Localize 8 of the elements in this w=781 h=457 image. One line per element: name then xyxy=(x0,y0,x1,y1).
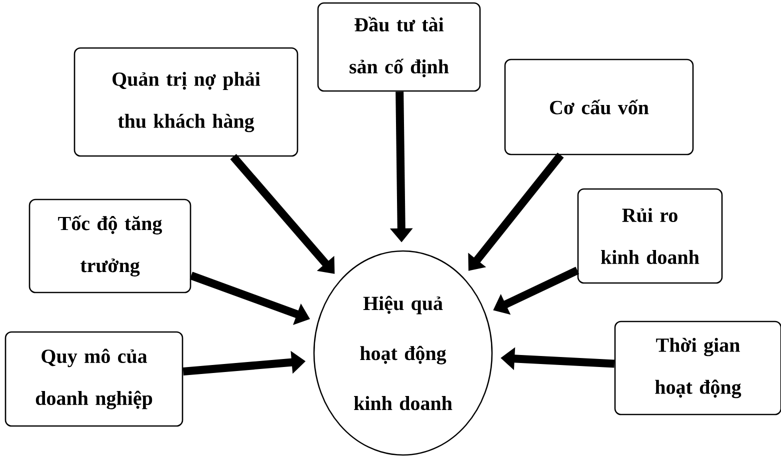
factor-box: Quản trị nợ phải thu khách hàng xyxy=(74,47,298,157)
factor-box: Cơ cấu vốn xyxy=(504,58,694,156)
factor-box: Tốc độ tăng trưởng xyxy=(28,198,192,294)
factor-box: Thời gian hoạt động xyxy=(614,320,781,416)
factor-box: Đầu tư tài sản cố định xyxy=(317,2,481,92)
factor-box: Quy mô của doanh nghiệp xyxy=(4,331,184,427)
arrow xyxy=(230,154,335,274)
factor-box: Rủi ro kinh doanh xyxy=(577,188,723,284)
